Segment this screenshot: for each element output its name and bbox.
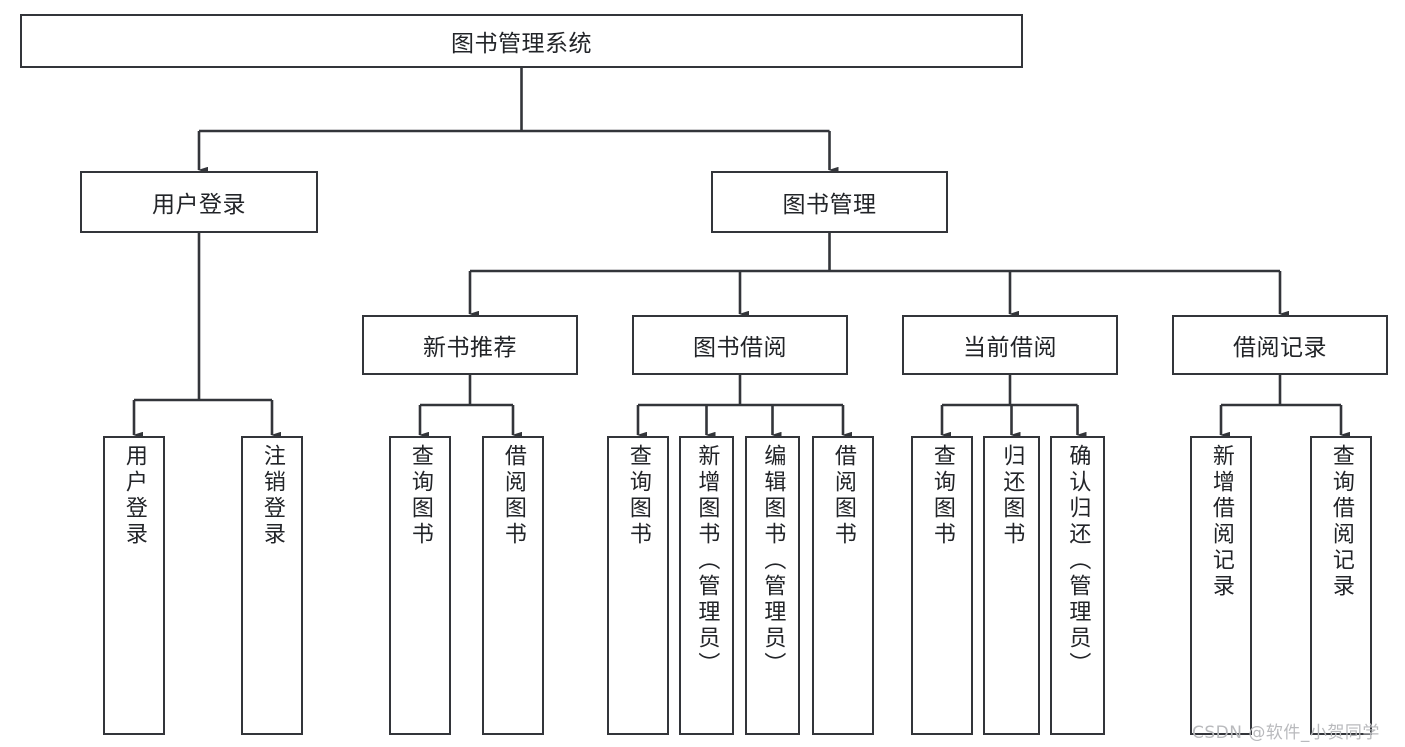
- node-records[interactable]: 借阅记录: [1172, 315, 1388, 375]
- node-bookmgmt[interactable]: 图书管理: [711, 171, 948, 233]
- node-leaf10[interactable]: 归还图书: [983, 436, 1040, 735]
- node-label: 图书管理: [782, 192, 877, 218]
- node-label: 用户登录: [152, 192, 246, 218]
- node-label: 用户登录: [121, 444, 147, 548]
- node-leaf4[interactable]: 借阅图书: [482, 436, 544, 735]
- node-leaf2[interactable]: 注销登录: [241, 436, 303, 735]
- node-newbook[interactable]: 新书推荐: [362, 315, 578, 375]
- node-leaf11[interactable]: 确认归还（管理员）: [1050, 436, 1105, 735]
- node-label: 归还图书: [999, 444, 1025, 548]
- node-label: 借阅图书: [500, 444, 526, 548]
- node-label: 查询借阅记录: [1328, 444, 1354, 600]
- node-label: 图书管理系统: [451, 31, 592, 57]
- node-label: 新书推荐: [423, 335, 517, 361]
- node-leaf6[interactable]: 新增图书（管理员）: [679, 436, 734, 735]
- node-label: 编辑图书（管理员）: [760, 444, 786, 678]
- node-borrow[interactable]: 图书借阅: [632, 315, 848, 375]
- node-root[interactable]: 图书管理系统: [20, 14, 1023, 68]
- node-label: 借阅图书: [830, 444, 856, 548]
- node-label: 当前借阅: [963, 335, 1057, 361]
- node-label: 新增借阅记录: [1208, 444, 1234, 600]
- node-leaf3[interactable]: 查询图书: [389, 436, 451, 735]
- node-leaf1[interactable]: 用户登录: [103, 436, 165, 735]
- node-login[interactable]: 用户登录: [80, 171, 318, 233]
- node-leaf8[interactable]: 借阅图书: [812, 436, 874, 735]
- csdn-watermark: CSDN @软件_小贺同学: [1192, 723, 1380, 743]
- node-label: 查询图书: [625, 444, 651, 548]
- node-leaf12[interactable]: 新增借阅记录: [1190, 436, 1252, 735]
- node-label: 注销登录: [259, 444, 285, 548]
- node-label: 确认归还（管理员）: [1065, 444, 1091, 678]
- node-label: 查询图书: [929, 444, 955, 548]
- node-leaf7[interactable]: 编辑图书（管理员）: [745, 436, 800, 735]
- node-leaf9[interactable]: 查询图书: [911, 436, 973, 735]
- node-label: 图书借阅: [693, 335, 787, 361]
- node-current[interactable]: 当前借阅: [902, 315, 1118, 375]
- node-leaf5[interactable]: 查询图书: [607, 436, 669, 735]
- node-leaf13[interactable]: 查询借阅记录: [1310, 436, 1372, 735]
- node-label: 查询图书: [407, 444, 433, 548]
- node-label: 新增图书（管理员）: [694, 444, 720, 678]
- node-label: 借阅记录: [1233, 335, 1327, 361]
